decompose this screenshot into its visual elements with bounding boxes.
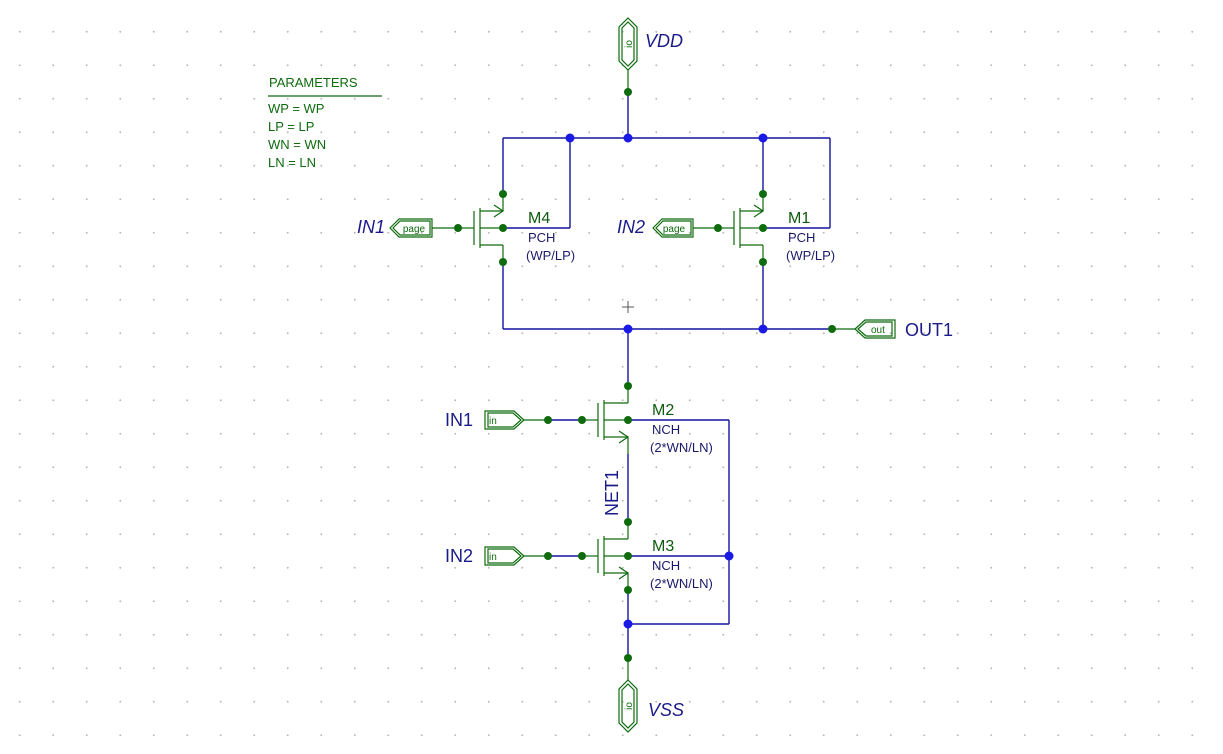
transistor-m1[interactable]: M1 PCH (WP/LP)	[714, 190, 835, 266]
out1-type: out	[871, 325, 885, 336]
m3-ref: M3	[652, 538, 674, 555]
parameter-line: LN = LN	[268, 155, 316, 170]
in1-input-pin[interactable]	[544, 416, 552, 424]
in1-input-outer	[484, 410, 525, 430]
vss-port-outer	[618, 679, 638, 733]
m1-body-pin[interactable]	[759, 224, 767, 232]
m1-size: (WP/LP)	[786, 248, 835, 263]
transistor-m4[interactable]: M4 PCH (WP/LP)	[454, 190, 575, 266]
m3-model: NCH	[652, 558, 680, 573]
junction-dot[interactable]	[724, 551, 734, 561]
in2-input-port[interactable]: in IN2	[445, 546, 552, 566]
in1-input-label: IN1	[445, 410, 473, 430]
transistor-m2[interactable]: M2 NCH (2*WN/LN)	[578, 382, 713, 455]
transistor-m3[interactable]: M3 NCH (2*WN/LN)	[578, 518, 713, 594]
junction-dot[interactable]	[758, 133, 768, 143]
m4-arrow	[493, 204, 505, 218]
in1-page-type: page	[403, 224, 426, 235]
vdd-pin[interactable]	[624, 88, 632, 96]
in2-page-inner	[655, 220, 692, 236]
cursor-crosshair-icon	[622, 301, 634, 313]
vdd-label: VDD	[645, 31, 683, 51]
vss-port-inner	[621, 683, 635, 729]
m1-source-pin[interactable]	[759, 190, 767, 198]
in2-input-type: in	[489, 552, 497, 563]
junction-dot[interactable]	[623, 133, 633, 143]
in2-page-port[interactable]: page IN2	[617, 217, 718, 238]
out1-inner	[857, 321, 893, 337]
junction-dot[interactable]	[758, 324, 768, 334]
vss-label: VSS	[648, 700, 684, 720]
vdd-port-inner	[621, 21, 635, 67]
vdd-port[interactable]: io VDD	[618, 17, 683, 96]
in2-input-pin[interactable]	[544, 552, 552, 560]
parameter-line: WN = WN	[268, 137, 326, 152]
in2-page-label: IN2	[617, 217, 645, 237]
in2-input-label: IN2	[445, 546, 473, 566]
m3-arrow	[618, 566, 630, 580]
parameters-title: PARAMETERS	[269, 75, 358, 90]
parameter-line: WP = WP	[268, 101, 324, 116]
out1-port[interactable]: out OUT1	[828, 319, 953, 340]
m1-model: PCH	[788, 230, 815, 245]
wires	[502, 92, 832, 658]
m1-ref: M1	[788, 210, 810, 227]
m3-size: (2*WN/LN)	[650, 576, 713, 591]
vdd-port-type: io	[624, 40, 635, 48]
vss-pin[interactable]	[624, 654, 632, 662]
junction-dot[interactable]	[623, 619, 633, 629]
m2-body-pin[interactable]	[624, 416, 632, 424]
m2-size: (2*WN/LN)	[650, 440, 713, 455]
m4-source-pin[interactable]	[499, 190, 507, 198]
m1-arrow	[753, 204, 765, 218]
m3-drain-pin[interactable]	[624, 518, 632, 526]
in1-page-port[interactable]: page IN1	[357, 217, 458, 238]
vss-port-type: io	[624, 702, 635, 710]
parameters-block[interactable]: PARAMETERS WP = WP LP = LP WN = WN LN = …	[268, 75, 382, 170]
in1-input-port[interactable]: in IN1	[445, 410, 552, 430]
m3-body-pin[interactable]	[624, 552, 632, 560]
junction-dot[interactable]	[623, 324, 633, 334]
in1-page-label: IN1	[357, 217, 385, 237]
in1-page-inner	[392, 220, 431, 236]
m3-source-pin[interactable]	[624, 586, 632, 594]
m4-model: PCH	[528, 230, 555, 245]
m2-drain-pin[interactable]	[624, 382, 632, 390]
m4-size: (WP/LP)	[526, 248, 575, 263]
in1-input-type: in	[489, 416, 497, 427]
parameter-line: LP = LP	[268, 119, 314, 134]
m4-body-pin[interactable]	[499, 224, 507, 232]
out1-outer	[854, 319, 896, 339]
out1-label: OUT1	[905, 320, 953, 340]
m2-gate-pin[interactable]	[578, 416, 586, 424]
m4-drain-pin[interactable]	[499, 258, 507, 266]
m4-ref: M4	[528, 210, 550, 227]
in1-input-inner	[487, 412, 522, 428]
m1-drain-pin[interactable]	[759, 258, 767, 266]
in2-input-inner	[487, 548, 522, 564]
in2-page-type: page	[663, 224, 686, 235]
m2-ref: M2	[652, 402, 674, 419]
m3-gate-pin[interactable]	[578, 552, 586, 560]
vss-port[interactable]: io VSS	[618, 654, 684, 733]
junction-dot[interactable]	[565, 133, 575, 143]
net1-label: NET1	[602, 470, 622, 516]
m2-model: NCH	[652, 422, 680, 437]
junctions	[565, 133, 768, 629]
m2-arrow	[618, 430, 630, 444]
in2-input-outer	[484, 546, 525, 566]
